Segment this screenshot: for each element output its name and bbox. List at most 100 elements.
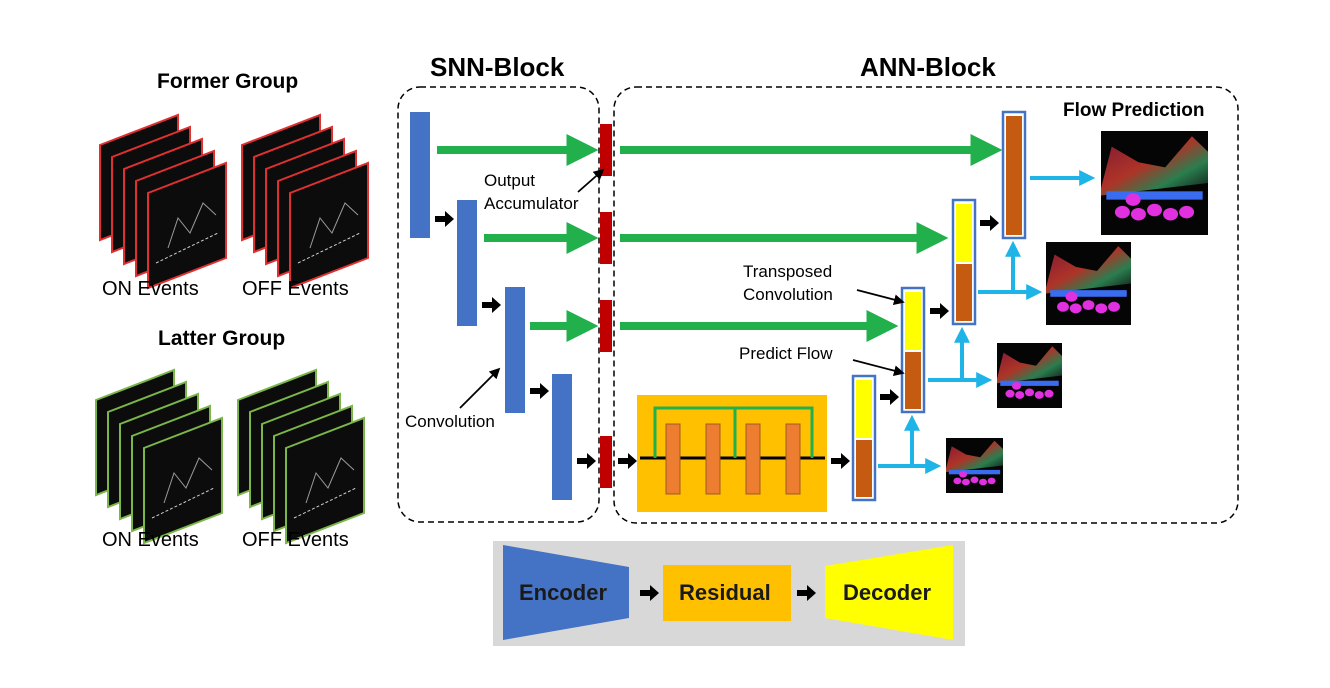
encoder-step-arrow-3 bbox=[530, 383, 549, 399]
flow-road bbox=[1050, 290, 1127, 297]
event-trace bbox=[167, 202, 217, 249]
flow-blob bbox=[1147, 203, 1162, 217]
former-off-stack bbox=[241, 113, 369, 290]
decoder-unit-4 bbox=[1001, 110, 1027, 240]
flow-blob bbox=[1044, 389, 1054, 398]
decoder-step-arrow-1 bbox=[880, 389, 899, 405]
flow-image-3 bbox=[1046, 242, 1131, 325]
event-trace bbox=[151, 487, 215, 519]
flow-blob bbox=[1034, 391, 1044, 399]
encoder-step-arrow-2 bbox=[482, 297, 501, 313]
event-trace bbox=[309, 202, 359, 249]
residual-to-decoder-arrow bbox=[831, 453, 850, 469]
flow-blob bbox=[1069, 303, 1082, 314]
flow-blob bbox=[987, 477, 996, 485]
event-frame bbox=[289, 161, 369, 290]
predict-flow-label: Predict Flow bbox=[739, 344, 833, 363]
flow-blob bbox=[970, 476, 979, 484]
encoder-step-arrow-4 bbox=[577, 453, 596, 469]
flow-blob bbox=[1125, 193, 1141, 206]
event-frame bbox=[285, 416, 365, 545]
predict-flow-pointer bbox=[852, 359, 905, 376]
accumulator-to-residual-arrow bbox=[618, 453, 637, 469]
residual-layer-4 bbox=[785, 423, 801, 495]
decoder-unit-2 bbox=[900, 286, 926, 414]
event-trace bbox=[163, 457, 213, 504]
flow-blob bbox=[1082, 300, 1095, 311]
decoder-unit-1 bbox=[851, 374, 877, 502]
flow-blob bbox=[1163, 207, 1179, 221]
residual-skip-2 bbox=[733, 406, 814, 458]
flow-blob bbox=[959, 471, 968, 478]
transposed-convolution-label: Convolution bbox=[743, 285, 833, 304]
encoder-step-arrow-1 bbox=[435, 211, 454, 227]
decoder-unit-3 bbox=[951, 198, 977, 326]
flow-road bbox=[948, 469, 1001, 475]
flow-image-2 bbox=[997, 343, 1062, 408]
output-label: Output bbox=[484, 171, 536, 190]
event-trace bbox=[297, 232, 361, 264]
legend-encoder-shape bbox=[503, 545, 629, 640]
latter-on-stack bbox=[95, 368, 223, 545]
flow-road bbox=[1000, 380, 1059, 386]
flow-field bbox=[1101, 136, 1208, 196]
ann-block-title: ANN-Block bbox=[860, 52, 996, 82]
event-frame bbox=[147, 161, 227, 290]
flow-blob bbox=[1024, 388, 1035, 397]
flow-image-4 bbox=[1101, 131, 1208, 235]
output-accumulator-3 bbox=[600, 300, 612, 352]
flow-blob bbox=[1005, 389, 1015, 398]
ann-block-outline bbox=[613, 86, 1239, 524]
flow-road bbox=[1106, 191, 1203, 200]
event-trace bbox=[155, 232, 219, 264]
flow-blob bbox=[1108, 301, 1120, 312]
decoder-step-arrow-3 bbox=[980, 215, 999, 231]
flow-blob bbox=[1015, 391, 1025, 399]
event-trace bbox=[293, 487, 357, 519]
flow-field bbox=[946, 440, 1003, 473]
flow-blob bbox=[953, 477, 962, 485]
flow-blob bbox=[1114, 205, 1130, 219]
flow-blob bbox=[961, 478, 970, 486]
legend-residual-shape bbox=[663, 565, 791, 621]
convolution-pointer bbox=[459, 367, 501, 409]
legend-residual-label: Residual bbox=[679, 580, 771, 605]
flow-field bbox=[997, 346, 1062, 384]
flow-blob bbox=[979, 478, 988, 486]
snn-block-outline bbox=[397, 86, 600, 523]
former-on-events-label: ON Events bbox=[102, 278, 199, 300]
output-accumulator-4 bbox=[600, 436, 612, 488]
residual-layer-1 bbox=[665, 423, 681, 495]
former-off-events-label: OFF Events bbox=[242, 278, 349, 300]
convolution-label: Convolution bbox=[405, 412, 495, 431]
latter-on-events-label: ON Events bbox=[102, 529, 199, 551]
residual-layer-2 bbox=[705, 423, 721, 495]
accumulator-pointer bbox=[577, 168, 605, 193]
latter-off-stack bbox=[237, 368, 365, 545]
flow-blob bbox=[1057, 301, 1069, 312]
snn-encoder-bar-3 bbox=[505, 287, 525, 413]
decoder-step-arrow-2 bbox=[930, 303, 949, 319]
latter-off-events-label: OFF Events bbox=[242, 529, 349, 551]
flow-blob bbox=[1011, 382, 1022, 390]
snn-encoder-bar-1 bbox=[410, 112, 430, 238]
flow-blob bbox=[1130, 207, 1146, 221]
event-trace bbox=[305, 457, 355, 504]
output-accumulator-2 bbox=[600, 212, 612, 264]
latter-group-title: Latter Group bbox=[158, 327, 286, 350]
flow-field bbox=[1046, 246, 1131, 294]
flow-blob bbox=[1095, 303, 1108, 314]
flow-image-1 bbox=[946, 438, 1003, 493]
flow-arrows bbox=[878, 170, 1096, 474]
legend-decoder-shape bbox=[825, 545, 953, 640]
snn-block-title: SNN-Block bbox=[430, 52, 565, 82]
legend-decoder-label: Decoder bbox=[843, 580, 932, 605]
flow-blob bbox=[1065, 291, 1078, 302]
legend-encoder-label: Encoder bbox=[519, 580, 608, 605]
legend-arrow-2 bbox=[797, 585, 816, 601]
output-accumulator-1 bbox=[600, 124, 612, 176]
flow-blob bbox=[1179, 205, 1195, 219]
transposed-label: Transposed bbox=[743, 262, 833, 281]
transposed-pointer bbox=[856, 289, 905, 305]
